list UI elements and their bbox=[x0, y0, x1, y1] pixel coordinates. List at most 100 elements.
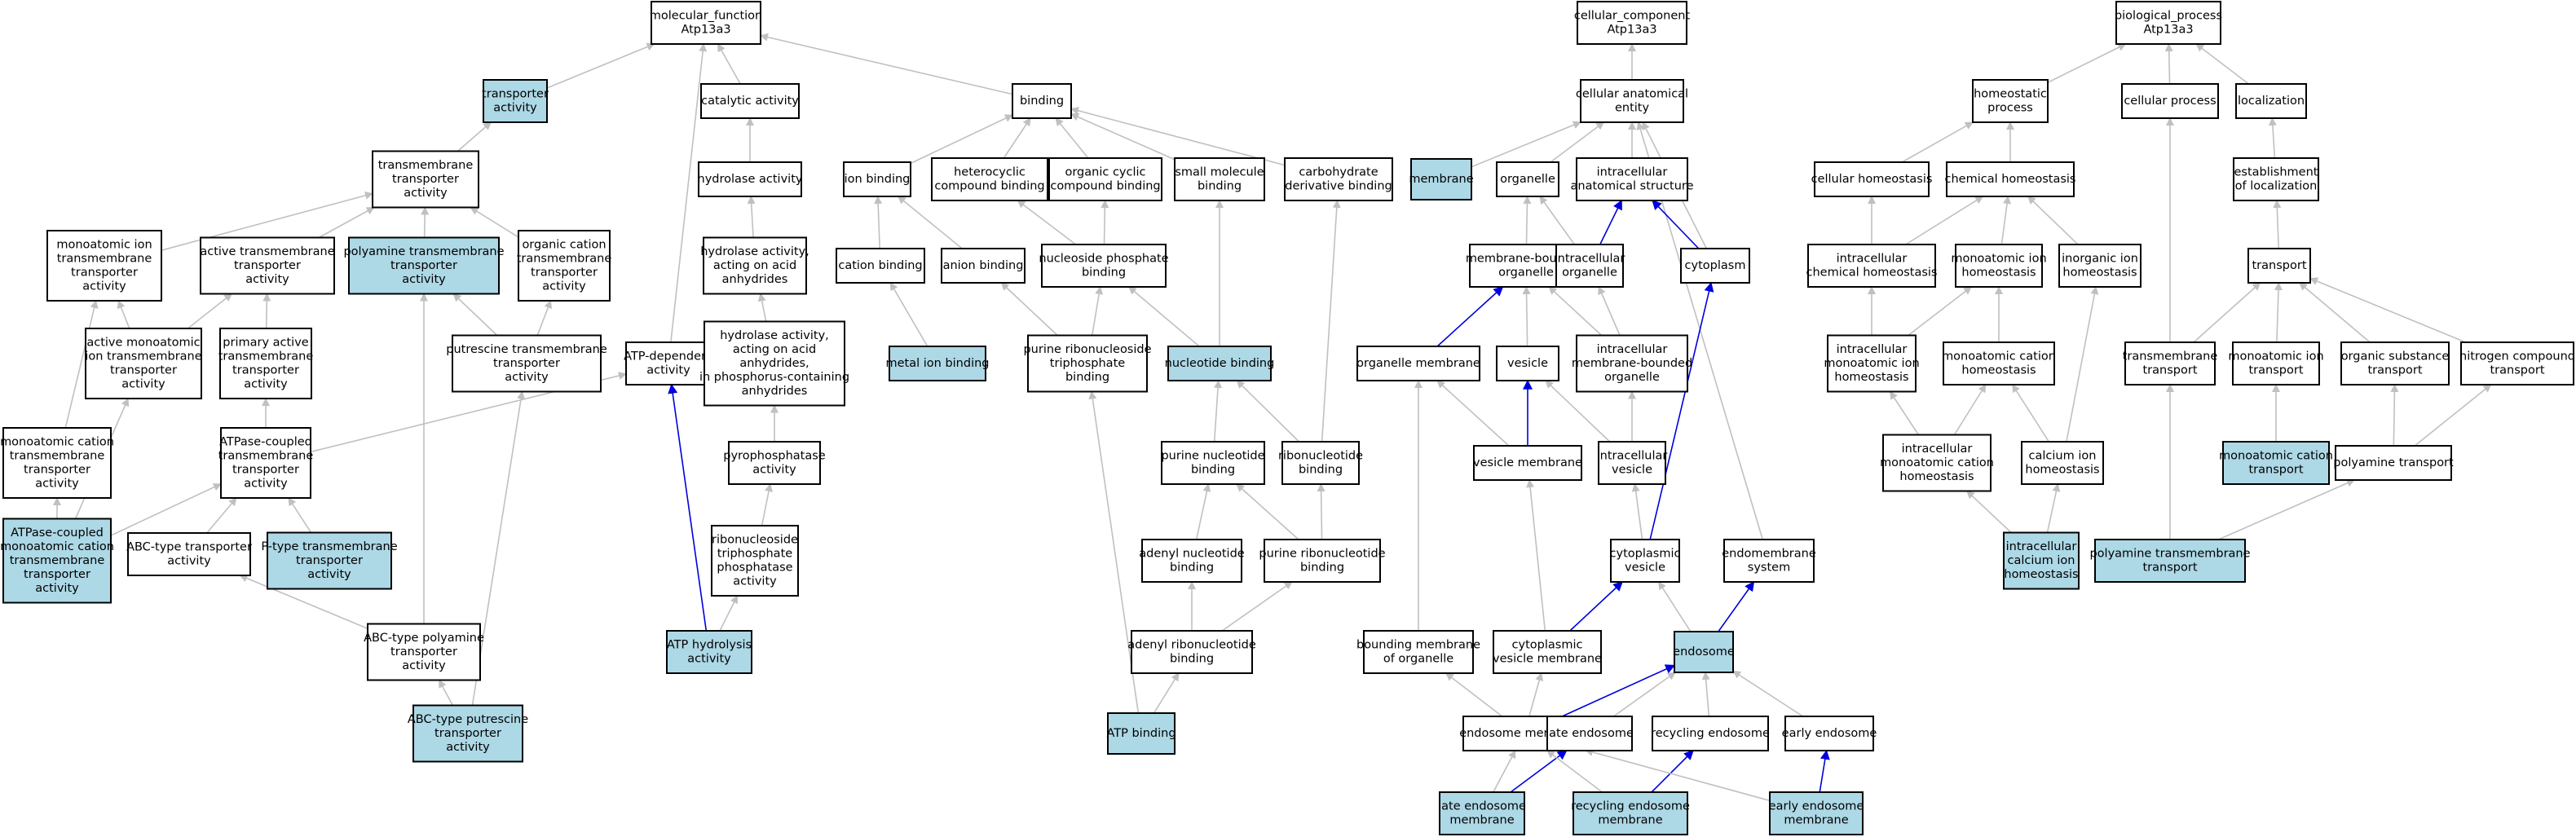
go-term-node-binding[interactable]: binding bbox=[1012, 83, 1072, 119]
go-term-node-early-endo[interactable]: early endosome bbox=[1782, 716, 1877, 751]
go-term-node-recycling-endo[interactable]: recycling endosome bbox=[1651, 716, 1770, 751]
go-term-node-cell-homeo[interactable]: cellular homeostasis bbox=[1811, 161, 1933, 197]
go-term-node-orgcation-tm[interactable]: organic cationtransmembranetransporterac… bbox=[517, 230, 612, 302]
go-term-node-cation-binding[interactable]: cation binding bbox=[836, 248, 925, 284]
go-term-node-transport[interactable]: transport bbox=[2247, 248, 2311, 284]
go-term-node-vesicle[interactable]: vesicle bbox=[1496, 346, 1559, 381]
is-a-edge bbox=[2193, 282, 2261, 343]
go-term-node-cell-process[interactable]: cellular process bbox=[2121, 83, 2219, 119]
go-term-node-hydrolase-phos[interactable]: hydrolase activity,acting on acidanhydri… bbox=[699, 320, 849, 407]
go-term-node-chem-homeo[interactable]: chemical homeostasis bbox=[1945, 161, 2076, 197]
go-term-node-vesicle-mem[interactable]: vesicle membrane bbox=[1473, 445, 1582, 481]
is-a-edge bbox=[1221, 581, 1293, 632]
node-box bbox=[1674, 631, 1734, 673]
node-label-line: compound binding bbox=[1050, 180, 1160, 193]
go-term-node-atp-binding[interactable]: ATP binding bbox=[1106, 712, 1176, 755]
go-term-node-atpase-coupled[interactable]: ATPase-coupledtransmembranetransporterac… bbox=[218, 427, 314, 499]
go-term-node-ribonucleoside-tpp[interactable]: ribonucleosidetriphosphatephosphataseact… bbox=[711, 525, 799, 597]
go-term-node-monocation-tm[interactable]: monoatomic cationtransmembranetransporte… bbox=[0, 427, 114, 499]
go-term-node-metal-ion[interactable]: metal ion binding bbox=[885, 346, 990, 381]
go-term-node-ion-binding[interactable]: ion binding bbox=[843, 161, 911, 197]
node-box bbox=[1769, 791, 1864, 835]
go-term-node-putrescine-tm[interactable]: putrescine transmembranetransporteractiv… bbox=[446, 334, 607, 393]
is-a-edge bbox=[64, 300, 99, 429]
node-label-line: transport bbox=[2490, 364, 2545, 377]
go-term-node-hydrolase[interactable]: hydrolase activity bbox=[698, 161, 803, 197]
node-label-line: anhydrides bbox=[722, 273, 788, 286]
go-term-node-primary-active[interactable]: primary activetransmembranetransporterac… bbox=[218, 328, 314, 399]
go-term-node-catalytic[interactable]: catalytic activity bbox=[700, 83, 800, 119]
go-term-node-organelle-mem[interactable]: organelle membrane bbox=[1356, 346, 1480, 381]
go-term-node-endosome[interactable]: endosome bbox=[1673, 631, 1735, 673]
go-term-node-nucleotide-binding[interactable]: nucleotide binding bbox=[1165, 346, 1275, 381]
node-label-line: monoatomic cation bbox=[2219, 450, 2333, 463]
go-term-node-monoion-tm[interactable]: monoatomic iontransmembranetransporterac… bbox=[46, 230, 162, 302]
go-term-node-anion-binding[interactable]: anion binding bbox=[941, 248, 1026, 284]
go-term-node-membrane[interactable]: membrane bbox=[1409, 158, 1474, 200]
go-term-node-polyamine-tm[interactable]: polyamine transmembranetransporteractivi… bbox=[343, 236, 505, 295]
go-term-node-hydrolase-anhyd[interactable]: hydrolase activity,acting on acidanhydri… bbox=[700, 236, 809, 295]
go-term-node-organelle[interactable]: organelle bbox=[1496, 161, 1559, 197]
go-term-node-polyamine-transport[interactable]: polyamine transport bbox=[2333, 445, 2454, 481]
go-term-node-late-endo[interactable]: late endosome bbox=[1546, 716, 1634, 751]
node-label-line: process bbox=[1987, 102, 2033, 115]
node-label-line: transport bbox=[2249, 364, 2304, 377]
go-term-node-localization[interactable]: localization bbox=[2235, 83, 2307, 119]
go-term-node-cytoplasm[interactable]: cytoplasm bbox=[1680, 248, 1750, 284]
